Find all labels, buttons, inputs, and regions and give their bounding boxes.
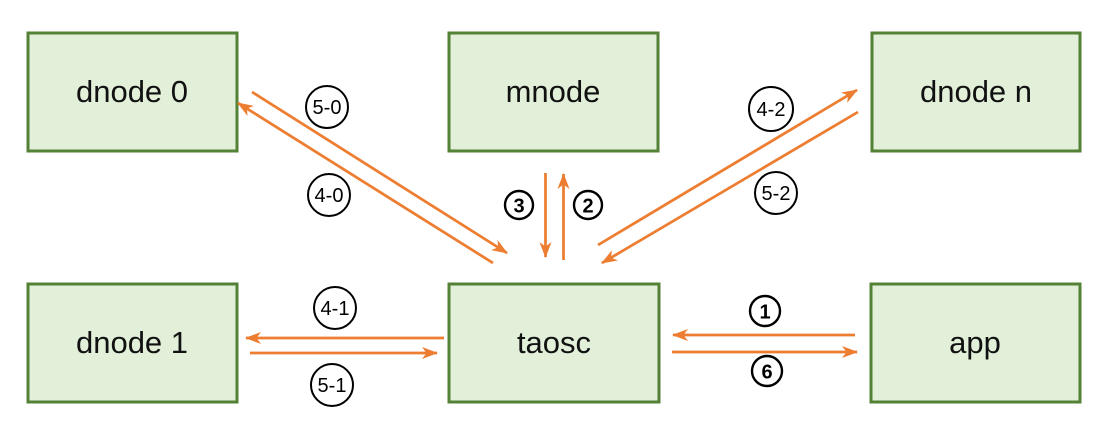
node-dnoden-label: dnode n [920,74,1032,109]
edge-label-5-2-text: 5-2 [762,183,791,205]
node-dnode1: dnode 1 [26,282,239,404]
edge-arrow-taosc-to-dnoden [597,88,858,247]
edge-label-4-2-text: 4-2 [757,99,786,121]
edge-label-3: 3 [503,189,535,221]
edge-label-4-1: 4-1 [313,286,357,330]
edge-label-4-0: 4-0 [307,173,351,217]
edge-label-1-circle [748,294,782,328]
node-taosc-label: taosc [517,325,591,360]
edge-label-5-1-circle [310,363,354,407]
edge-label-4-0-text: 4-0 [315,185,344,207]
edge-label-1: 1 [748,294,782,328]
edge-label-2: 2 [572,189,604,221]
edge-label-2-text: 2 [582,196,593,218]
edge-label-4-1-circle [313,286,357,330]
node-taosc: taosc [447,282,661,404]
node-mnode-box [447,31,660,153]
node-dnoden-box [870,31,1082,153]
node-mnode: mnode [447,31,660,153]
edge-arrow-dnoden-to-taosc [601,110,859,265]
edge-label-6-text: 6 [761,362,772,384]
node-dnode0: dnode 0 [26,31,239,153]
node-mnode-label: mnode [506,74,601,109]
node-taosc-box [447,282,661,404]
edge-label-5-0-text: 5-0 [313,97,342,119]
edge-label-5-2-circle [754,171,798,215]
edge-label-5-0: 5-0 [305,85,349,129]
edge-label-3-text: 3 [513,196,524,218]
edge-label-5-2: 5-2 [754,171,798,215]
node-dnode0-box [26,31,239,153]
edge-label-5-1-text: 5-1 [318,375,347,397]
edge-label-3-circle [503,189,535,221]
node-dnode1-box [26,282,239,404]
edge-label-6: 6 [750,354,784,388]
edge-label-2-circle [572,189,604,221]
node-app: app [869,282,1082,404]
edge-label-1-text: 1 [759,302,770,324]
edge-label-4-1-text: 4-1 [321,298,350,320]
edge-arrow-dnode0-to-taosc [251,90,508,255]
edge-arrow-taosc-to-dnode0 [237,101,494,265]
node-app-box [869,282,1082,404]
edge-label-5-1: 5-1 [310,363,354,407]
node-dnode1-label: dnode 1 [76,325,188,360]
edge-label-4-2-circle [748,86,794,132]
edge-label-4-0-circle [307,173,351,217]
edge-label-6-circle [750,354,784,388]
node-dnode0-label: dnode 0 [76,74,188,109]
node-app-label: app [949,325,1001,360]
node-dnoden: dnode n [870,31,1082,153]
edge-label-4-2: 4-2 [748,86,794,132]
edge-label-5-0-circle [305,85,349,129]
